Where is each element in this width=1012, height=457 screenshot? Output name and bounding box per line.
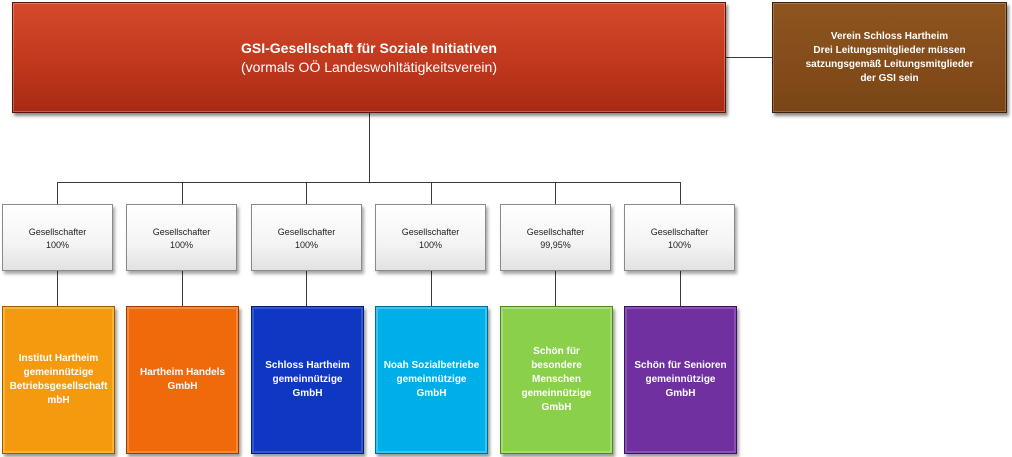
company-name: Institut Hartheim gemeinnützige Betriebs…: [9, 353, 108, 406]
share-label: Gesellschafter: [526, 227, 585, 237]
share-label: Gesellschafter: [401, 227, 460, 237]
connector-horizontal-bus: [57, 182, 681, 183]
company-name: Schön für besondere Menschen gemeinnützi…: [521, 346, 592, 413]
company-name: Schön für Senioren gemeinnützige GmbH: [634, 360, 727, 399]
share-value: 100%: [45, 240, 70, 250]
connector-bus-share-4: [431, 182, 432, 204]
connector-share-company-5: [555, 271, 556, 306]
connector-bus-share-3: [306, 182, 307, 204]
share-node-1: Gesellschafter 100%: [2, 204, 113, 271]
share-node-2: Gesellschafter 100%: [126, 204, 237, 271]
side-node-line-2: Drei Leitungsmitglieder müssen: [813, 44, 966, 56]
connector-share-company-1: [57, 271, 58, 306]
share-value: 100%: [667, 240, 692, 250]
share-value: 100%: [294, 240, 319, 250]
share-node-4: Gesellschafter 100%: [375, 204, 486, 271]
side-node-line-3: satzungsgemäß Leitungsmitglieder: [805, 58, 974, 70]
root-node-title: GSI-Gesellschaft für Soziale Initiativen: [241, 39, 497, 56]
share-label: Gesellschafter: [28, 227, 87, 237]
connector-root-down: [369, 113, 370, 182]
side-node-verein: Verein Schloss Hartheim Drei Leitungsmit…: [772, 2, 1007, 113]
connector-share-company-4: [431, 271, 432, 306]
connector-root-side: [726, 57, 772, 58]
connector-share-company-6: [680, 271, 681, 306]
company-name: Schloss Hartheim gemeinnützige GmbH: [265, 360, 350, 399]
root-node-gsi: GSI-Gesellschaft für Soziale Initiativen…: [12, 2, 726, 113]
connector-bus-share-5: [555, 182, 556, 204]
root-node-subtitle: (vormals OÖ Landeswohltätigkeitsverein): [241, 58, 497, 75]
company-name: Hartheim Handels GmbH: [139, 367, 226, 392]
connector-share-company-2: [182, 271, 183, 306]
company-node-institut-hartheim: Institut Hartheim gemeinnützige Betriebs…: [2, 306, 115, 454]
company-node-hartheim-handels: Hartheim Handels GmbH: [126, 306, 239, 454]
company-node-schloss-hartheim: Schloss Hartheim gemeinnützige GmbH: [251, 306, 364, 454]
side-node-line-1: Verein Schloss Hartheim: [830, 30, 949, 42]
share-value: 99,95%: [540, 240, 571, 250]
share-value: 100%: [418, 240, 443, 250]
share-label: Gesellschafter: [152, 227, 211, 237]
company-node-schoen-besondere-menschen: Schön für besondere Menschen gemeinnützi…: [500, 306, 613, 454]
share-node-6: Gesellschafter 100%: [624, 204, 735, 271]
connector-share-company-3: [306, 271, 307, 306]
share-value: 100%: [169, 240, 194, 250]
company-name: Noah Sozialbetriebe gemeinnützige GmbH: [383, 360, 480, 399]
company-node-noah-sozialbetriebe: Noah Sozialbetriebe gemeinnützige GmbH: [375, 306, 488, 454]
connector-bus-share-2: [182, 182, 183, 204]
connector-bus-share-6: [680, 182, 681, 204]
share-label: Gesellschafter: [650, 227, 709, 237]
company-node-schoen-senioren: Schön für Senioren gemeinnützige GmbH: [624, 306, 737, 454]
connector-bus-share-1: [57, 182, 58, 204]
share-node-3: Gesellschafter 100%: [251, 204, 362, 271]
share-node-5: Gesellschafter 99,95%: [500, 204, 611, 271]
side-node-line-4: der GSI sein: [860, 72, 919, 84]
share-label: Gesellschafter: [277, 227, 336, 237]
